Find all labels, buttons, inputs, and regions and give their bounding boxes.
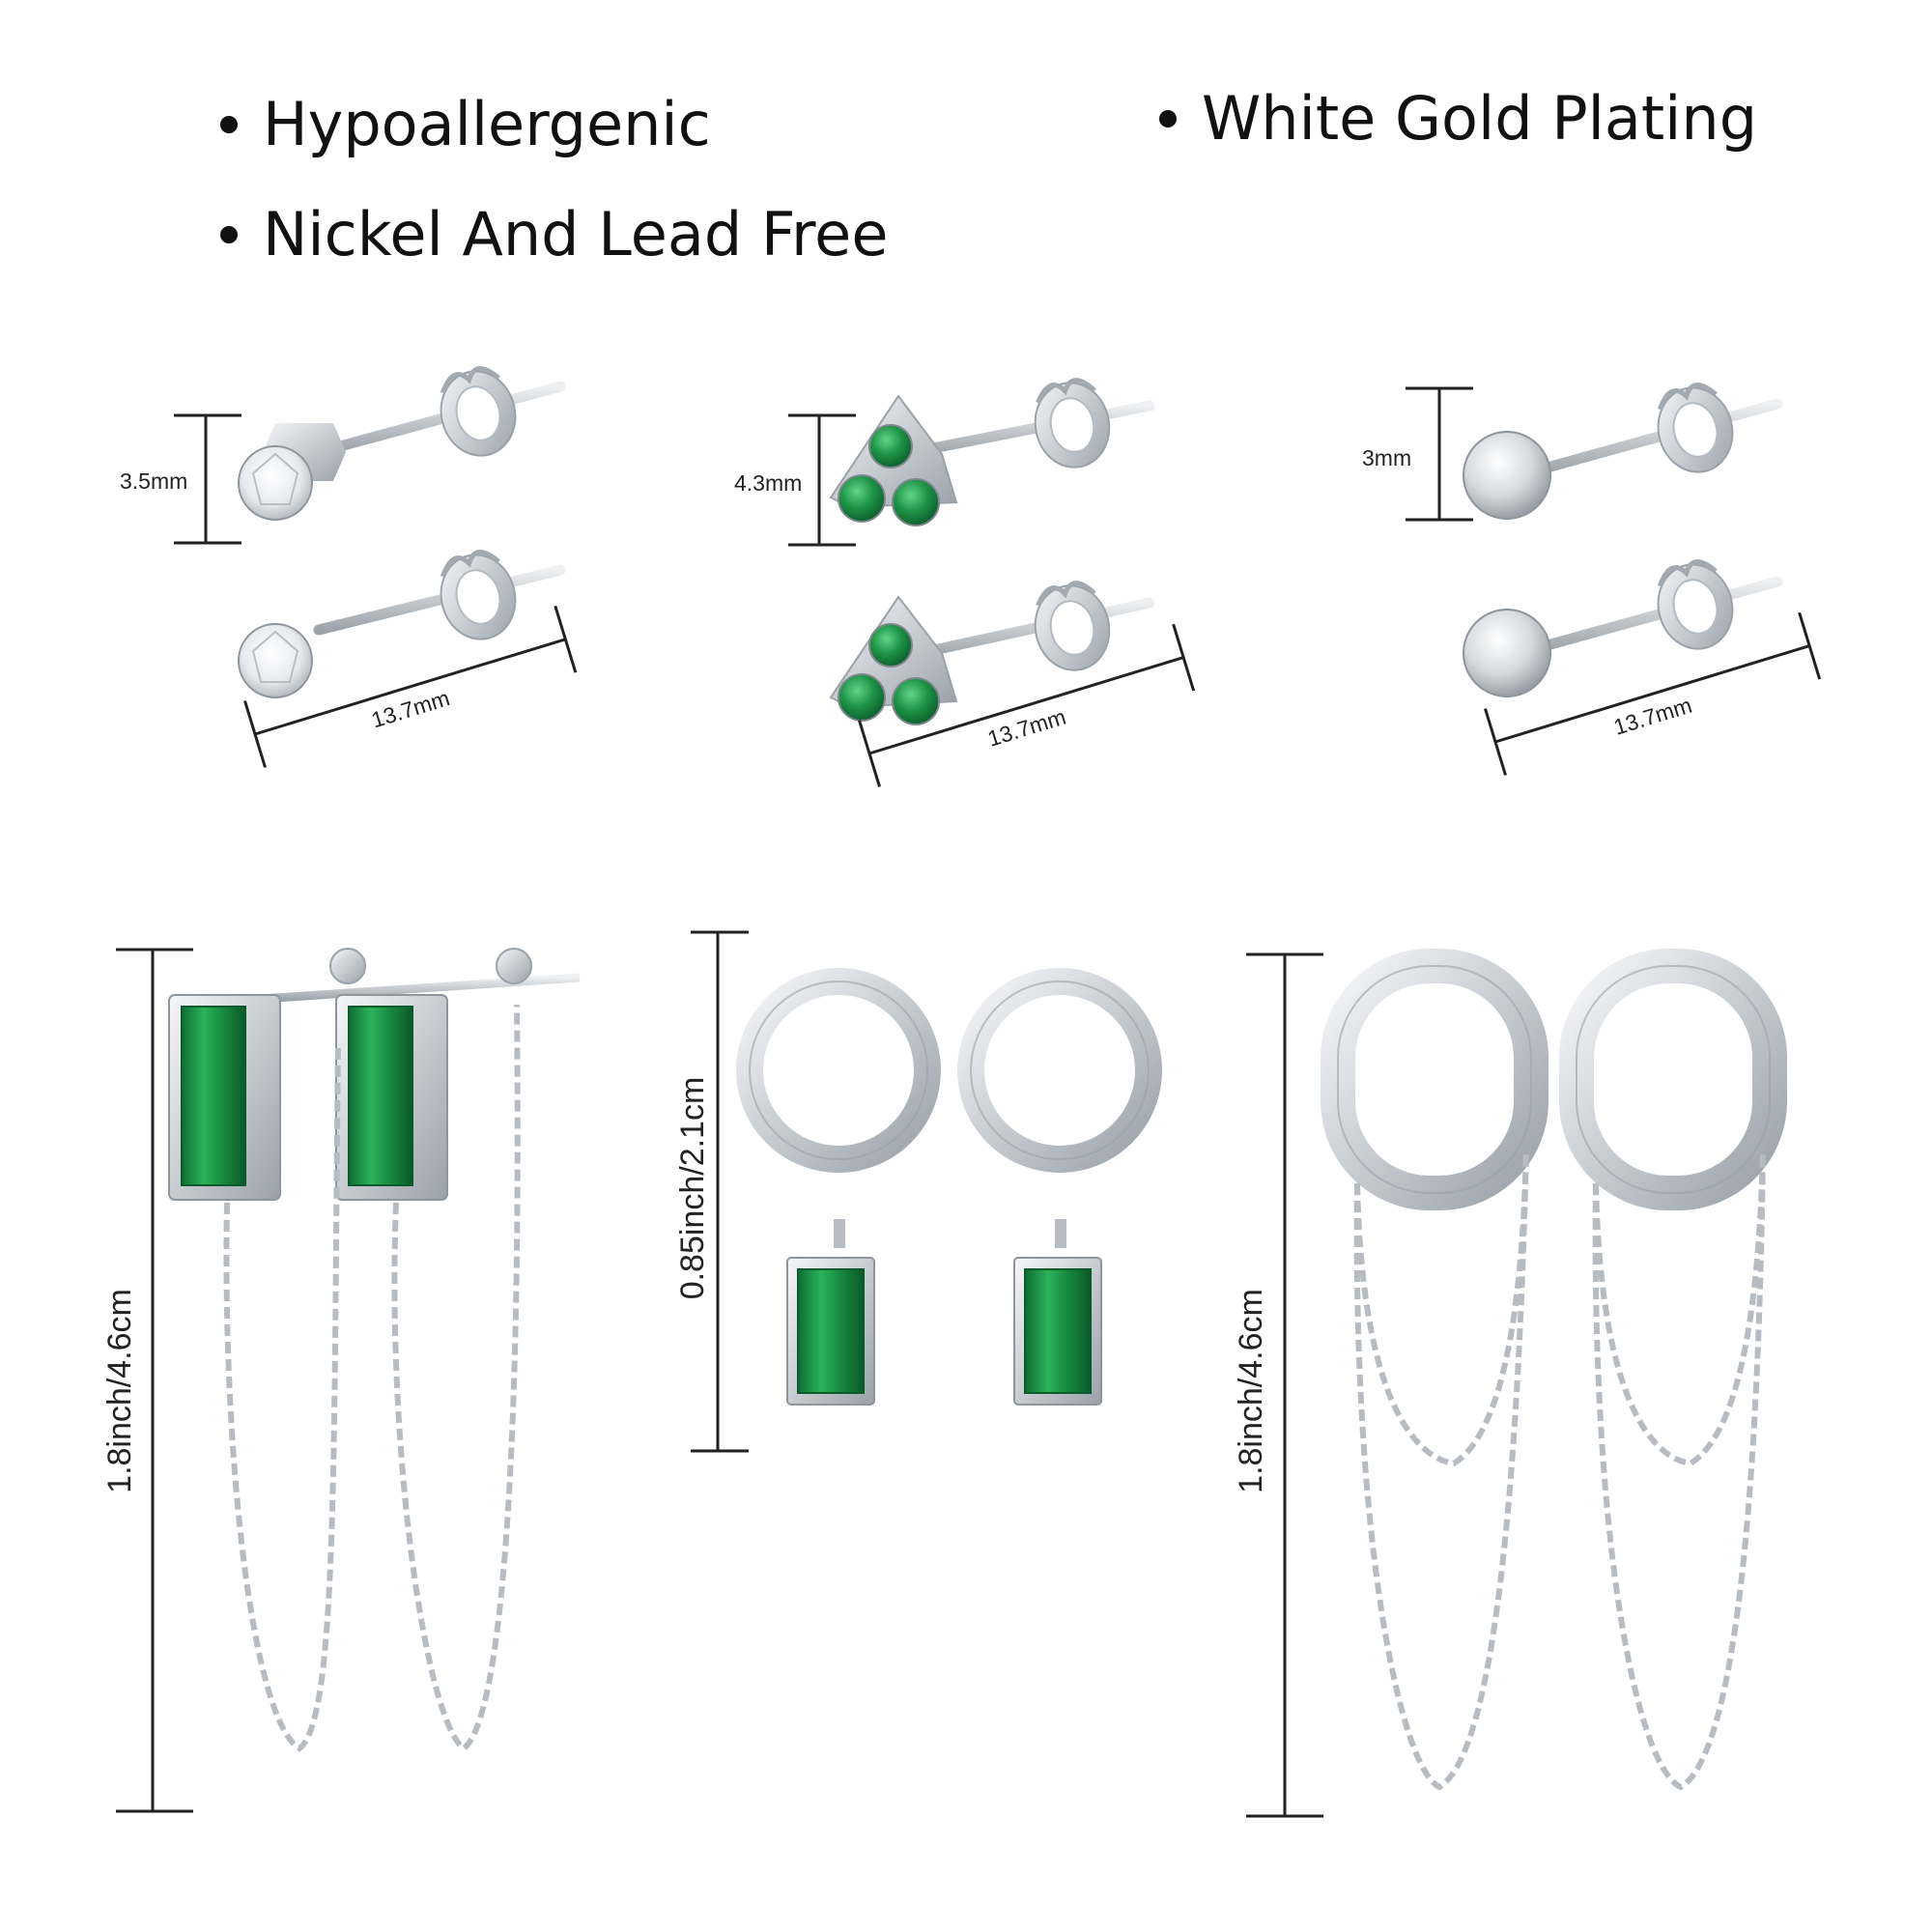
- stud-height-label: 3mm: [1362, 445, 1411, 470]
- feature-label: Hypoallergenic: [263, 89, 711, 159]
- stud-length-label: 13.7mm: [368, 685, 452, 732]
- drop-size-label: 1.8inch/4.6cm: [1233, 1289, 1269, 1493]
- bullet-icon: [1159, 109, 1177, 128]
- drop-set-huggie-double-chain: 1.8inch/4.6cm: [1233, 949, 1787, 1818]
- stud-set-green-trio: 4.3mm 13.7mm: [734, 375, 1196, 787]
- dimension-line: [254, 638, 566, 736]
- stud-set-ball: 3mm 13.7mm: [1362, 379, 1822, 776]
- stud-length-label: 13.7mm: [1610, 693, 1694, 740]
- feature-white-gold-plating: White Gold Plating: [1159, 83, 1757, 154]
- feature-label: Nickel And Lead Free: [263, 199, 889, 270]
- bullet-icon: [220, 225, 238, 243]
- drop-set-bar-chain: 1.8inch/4.6cm: [101, 948, 581, 1813]
- feature-nickel-lead-free: Nickel And Lead Free: [220, 199, 888, 270]
- feature-label: White Gold Plating: [1202, 83, 1758, 154]
- stud-height-label: 3.5mm: [120, 469, 187, 494]
- feature-hypoallergenic: Hypoallergenic: [220, 89, 711, 159]
- drop-size-label: 0.85inch/2.1cm: [674, 1077, 711, 1300]
- stud-height-label: 4.3mm: [734, 470, 802, 496]
- bullet-icon: [220, 115, 238, 133]
- stud-length-label: 13.7mm: [984, 704, 1068, 752]
- drop-size-label: 1.8inch/4.6cm: [101, 1289, 138, 1493]
- stud-set-clear-cz: 3.5mm 13.7mm: [120, 362, 578, 768]
- drop-set-huggie-baguette: 0.85inch/2.1cm: [674, 930, 1162, 1453]
